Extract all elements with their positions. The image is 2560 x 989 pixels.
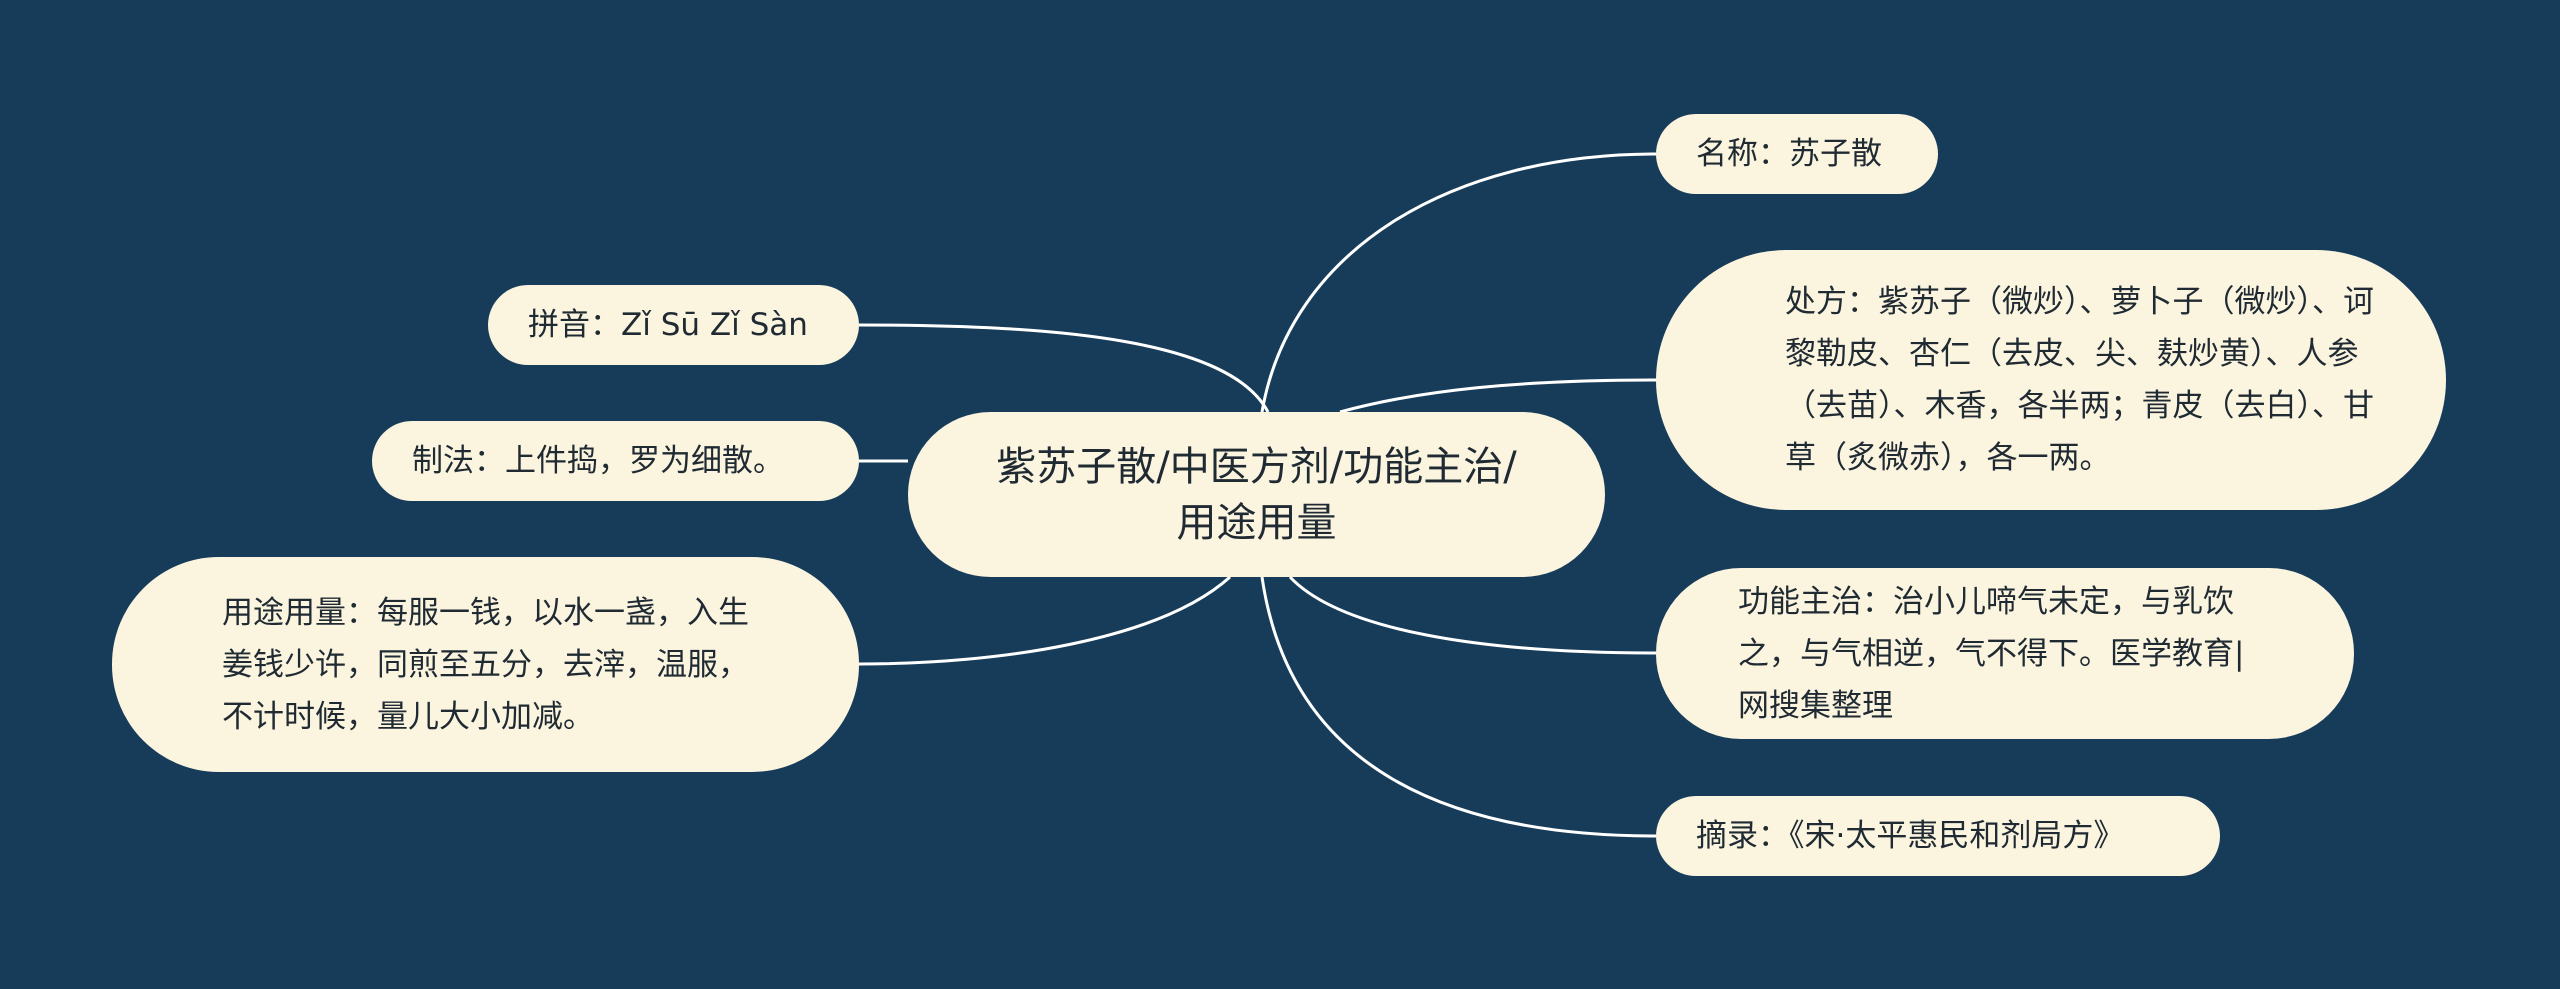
- link-name: [1260, 152, 1657, 413]
- branch-excerpt-node[interactable]: 摘录：《宋·太平惠民和剂局方》: [1656, 796, 2220, 876]
- branch-prescription-label: 处方：紫苏子（微炒）、萝卜子（微炒）、诃黎勒皮、杏仁（去皮、尖、麸炒黄）、人参（…: [1785, 284, 2374, 476]
- branch-function-node[interactable]: 功能主治：治小儿啼气未定，与乳饮之，与气相逆，气不得下。医学教育|网搜集整理: [1656, 568, 2354, 739]
- branch-usage-node[interactable]: 用途用量：每服一钱，以水一盏，入生姜钱少许，同煎至五分，去滓，温服，不计时候，量…: [112, 557, 859, 772]
- link-usage: [858, 575, 1232, 666]
- branch-pinyin-label: 拼音：Zǐ Sū Zǐ Sàn: [528, 307, 808, 343]
- branch-excerpt-label: 摘录：《宋·太平惠民和剂局方》: [1696, 818, 2125, 854]
- link-pinyin: [858, 323, 1270, 413]
- central-topic-label: 紫苏子散/中医方剂/功能主治/用途用量: [996, 443, 1517, 546]
- branch-method-node[interactable]: 制法：上件捣，罗为细散。: [372, 421, 859, 501]
- link-excerpt: [1260, 576, 1657, 838]
- link-prescription: [1339, 378, 1657, 414]
- branch-name-label: 名称：苏子散: [1696, 136, 1882, 172]
- link-function: [1288, 575, 1657, 655]
- branch-function-label: 功能主治：治小儿啼气未定，与乳饮之，与气相逆，气不得下。医学教育|网搜集整理: [1738, 583, 2245, 724]
- branch-prescription-node[interactable]: 处方：紫苏子（微炒）、萝卜子（微炒）、诃黎勒皮、杏仁（去皮、尖、麸炒黄）、人参（…: [1656, 250, 2446, 510]
- branch-name-node[interactable]: 名称：苏子散: [1656, 114, 1938, 194]
- branch-usage-label: 用途用量：每服一钱，以水一盏，入生姜钱少许，同煎至五分，去滓，温服，不计时候，量…: [222, 594, 749, 735]
- branch-method-label: 制法：上件捣，罗为细散。: [412, 443, 784, 479]
- branch-pinyin-node[interactable]: 拼音：Zǐ Sū Zǐ Sàn: [488, 285, 859, 365]
- central-topic-node[interactable]: 紫苏子散/中医方剂/功能主治/用途用量: [908, 412, 1605, 577]
